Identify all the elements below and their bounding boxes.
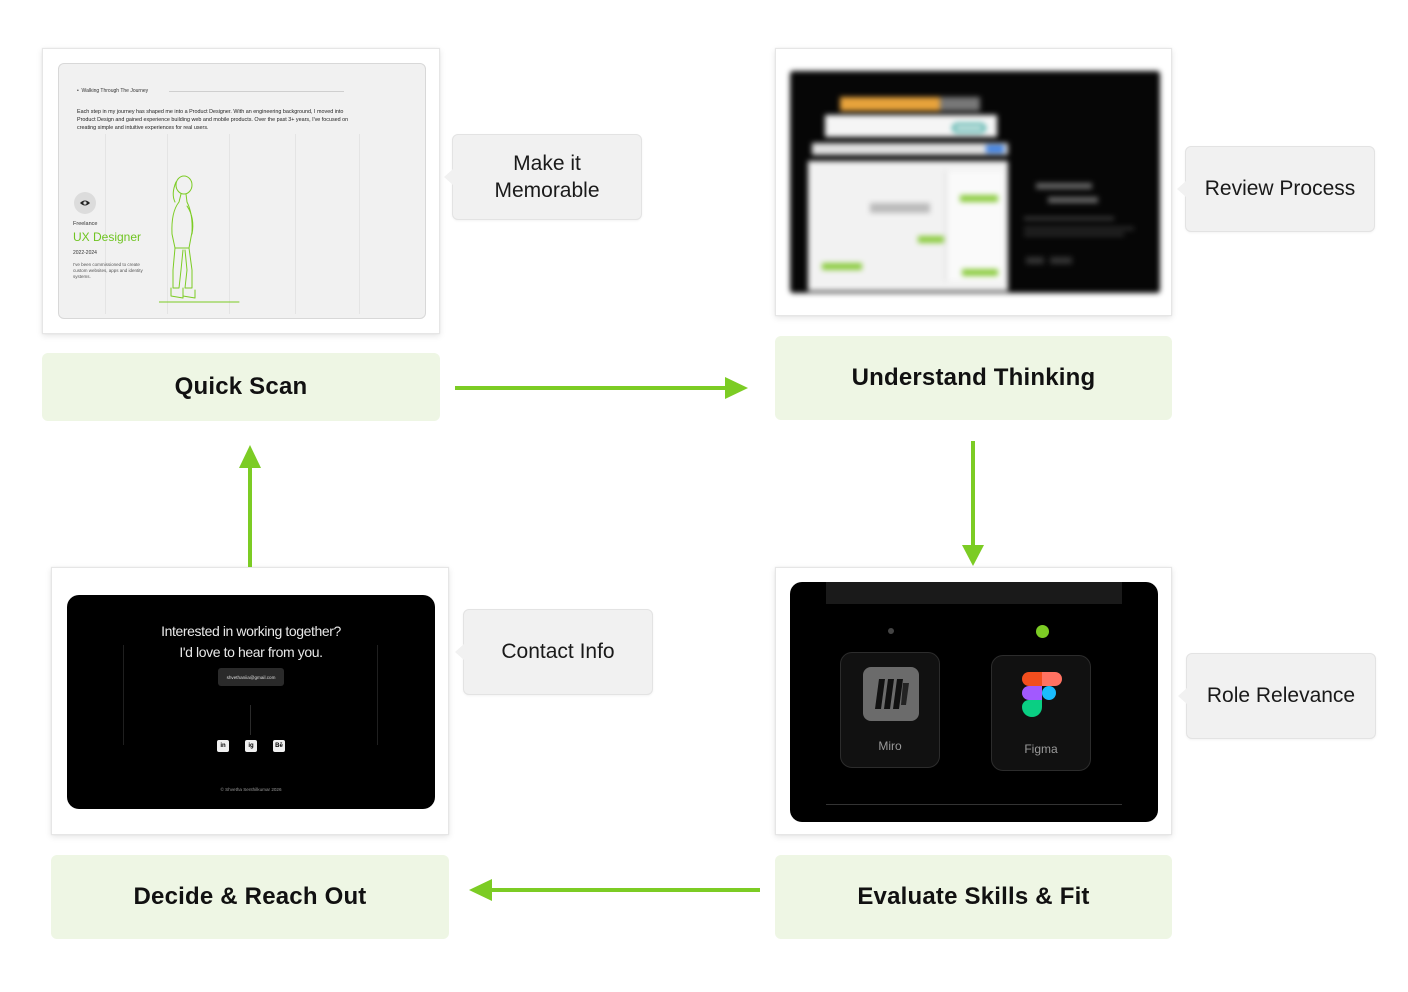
instagram-icon[interactable]: ig <box>245 740 257 752</box>
job-description: I've been commissioned to create custom … <box>73 262 143 279</box>
arrow-down-icon <box>962 441 984 566</box>
status-dot-active <box>1036 625 1049 638</box>
behance-icon[interactable]: Bē <box>273 740 285 752</box>
job-years: 2022-2024 <box>73 250 97 256</box>
walking-person-illustration <box>159 175 240 303</box>
miro-icon <box>863 667 919 721</box>
linkedin-icon[interactable]: in <box>217 740 229 752</box>
contact-subline: I'd love to hear from you. <box>179 644 323 660</box>
portfolio-screen: • Walking Through The Journey Each step … <box>58 63 426 319</box>
figma-icon <box>1020 670 1064 726</box>
contact-preview-card: Interested in working together? I'd love… <box>51 567 449 835</box>
eye-icon <box>74 192 96 214</box>
callout-contact-info: Contact Info <box>455 609 653 695</box>
stage-quick-scan: Quick Scan <box>42 353 440 421</box>
tool-figma[interactable]: Figma <box>991 655 1091 771</box>
contact-screen: Interested in working together? I'd love… <box>67 595 435 809</box>
stage-evaluate-skills: Evaluate Skills & Fit <box>775 855 1172 939</box>
arrow-up-icon <box>239 445 261 567</box>
miro-label: Miro <box>878 739 902 753</box>
footer-copyright: © Shvetha Senthilkumar 2026 <box>220 787 282 792</box>
job-type: Freelance <box>73 221 98 227</box>
tools-preview-card: Miro Figma <box>775 567 1172 835</box>
case-study-preview-card <box>775 48 1172 316</box>
arrow-left-icon <box>469 879 760 901</box>
arrow-right-icon <box>455 377 748 399</box>
journey-paragraph: Each step in my journey has shaped me in… <box>77 109 349 131</box>
journey-heading: • Walking Through The Journey <box>77 88 149 94</box>
portfolio-preview-card: • Walking Through The Journey Each step … <box>42 48 440 334</box>
figma-label: Figma <box>1024 742 1058 756</box>
case-study-screen <box>790 71 1160 293</box>
tools-screen: Miro Figma <box>790 582 1158 822</box>
stage-decide-reach-out: Decide & Reach Out <box>51 855 449 939</box>
contact-headline: Interested in working together? <box>161 623 341 639</box>
callout-role-relevance: Role Relevance <box>1178 653 1376 739</box>
callout-review-process: Review Process <box>1177 146 1375 232</box>
callout-make-memorable: Make it Memorable <box>444 134 642 220</box>
status-dot-inactive <box>888 628 894 634</box>
stage-understand-thinking: Understand Thinking <box>775 336 1172 420</box>
tool-miro[interactable]: Miro <box>840 652 940 768</box>
email-button[interactable]: shvethaniia@gmail.com <box>218 668 284 686</box>
job-role: UX Designer <box>73 230 142 244</box>
